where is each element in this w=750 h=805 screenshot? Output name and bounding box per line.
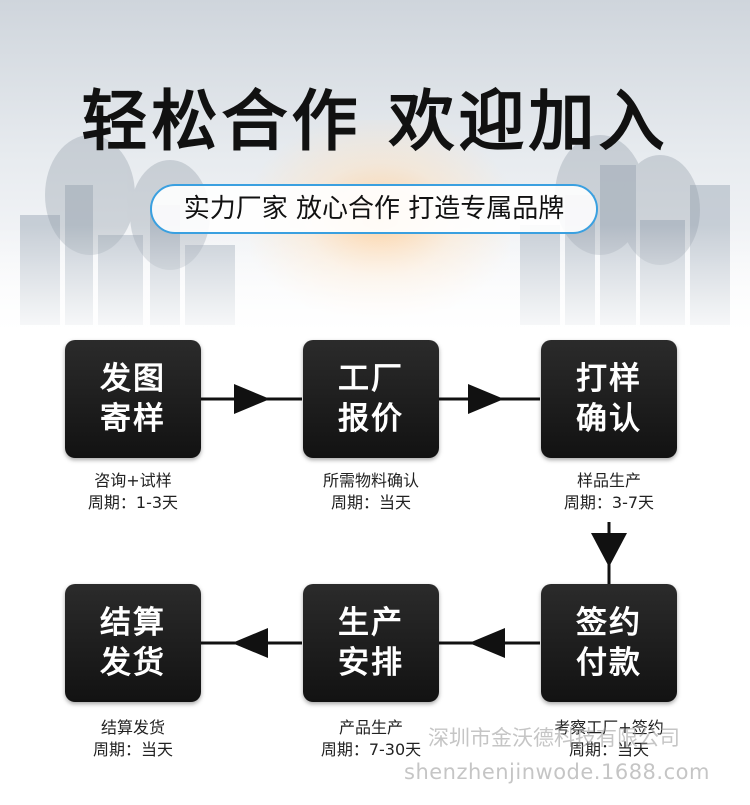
step-box-sample-confirm: 打样 确认	[541, 340, 677, 458]
step-box-sign-pay: 签约 付款	[541, 584, 677, 702]
step-description: 考察工厂+签约	[554, 718, 664, 737]
step-box-settle-ship: 结算 发货	[65, 584, 201, 702]
step-description: 咨询+试样	[94, 471, 172, 490]
step-label: 报价	[338, 401, 404, 437]
step-description: 所需物料确认	[322, 471, 419, 490]
step-label: 付款	[576, 645, 642, 681]
step-label: 打样	[576, 361, 642, 397]
step-label: 结算	[100, 605, 166, 641]
hero-fade	[0, 225, 750, 345]
subtitle-pill: 实力厂家 放心合作 打造专属品牌	[150, 184, 598, 234]
step-period: 周期：1-3天	[87, 493, 179, 512]
step-period: 周期：3-7天	[563, 493, 655, 512]
step-label: 寄样	[100, 401, 166, 437]
step-caption: 产品生产 周期：7-30天	[271, 717, 471, 761]
arrow-left-icon	[232, 628, 268, 658]
step-period: 周期：当天	[568, 740, 649, 759]
arrow-right-icon	[468, 384, 504, 414]
arrow-down-icon	[591, 533, 627, 567]
step-box-send-sample: 发图 寄样	[65, 340, 201, 458]
step-label: 签约	[576, 605, 642, 641]
step-period: 周期：当天	[92, 740, 173, 759]
step-description: 样品生产	[576, 471, 641, 490]
step-box-factory-quote: 工厂 报价	[303, 340, 439, 458]
step-description: 结算发货	[100, 718, 165, 737]
step-period: 周期：当天	[330, 493, 411, 512]
step-label: 发货	[100, 645, 166, 681]
arrow-right-icon	[234, 384, 270, 414]
step-label: 安排	[338, 645, 404, 681]
step-caption: 咨询+试样 周期：1-3天	[33, 470, 233, 514]
step-label: 确认	[576, 401, 642, 437]
step-caption: 样品生产 周期：3-7天	[509, 470, 709, 514]
arrow-left-icon	[469, 628, 505, 658]
step-label: 生产	[338, 605, 404, 641]
watermark-url: shenzhenjinwode.1688.com	[404, 760, 710, 784]
step-caption: 所需物料确认 周期：当天	[271, 470, 471, 514]
step-period: 周期：7-30天	[320, 740, 422, 759]
page-title: 轻松合作 欢迎加入	[81, 83, 669, 160]
step-description: 产品生产	[338, 718, 403, 737]
step-caption: 考察工厂+签约 周期：当天	[509, 717, 709, 761]
step-caption: 结算发货 周期：当天	[33, 717, 233, 761]
step-label: 发图	[100, 361, 166, 397]
step-label: 工厂	[338, 361, 404, 397]
watermark-company: 深圳市金沃德科技有限公司	[428, 726, 680, 750]
step-box-production: 生产 安排	[303, 584, 439, 702]
